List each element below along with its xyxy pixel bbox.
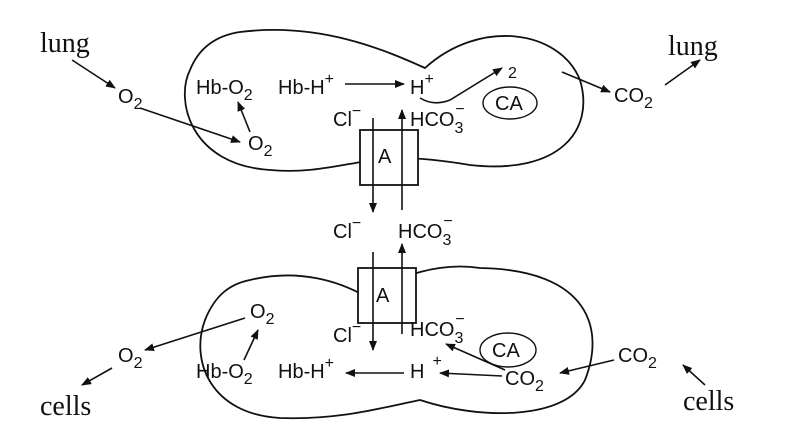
o2-outside-top: O2 [118,86,143,113]
arrow-lung-to-o2 [71,59,116,89]
top-cell-membrane [183,29,585,172]
top-ca-ellipse [482,86,538,120]
bottom-ca-ellipse [479,332,537,368]
arrow-o2-out-of-cell [144,317,246,352]
o2-inside-top: O2 [248,133,273,160]
hb-o2-top: Hb-O2 [196,77,253,104]
hco3-bottom: HCO3− [410,311,465,347]
top-transporter-label: A [378,146,392,168]
cl-bottom: Cl− [333,319,361,347]
lung-label-left: lung [40,28,90,59]
arrow-co2-to-lung [664,59,701,86]
h-ion-bottom: H+ [410,353,442,383]
arrow-hbo2-to-o2 [243,329,259,361]
arrow-co2-to-h [439,369,503,378]
arrow-outside-co2-into-cell [559,359,615,375]
hb-h-bottom: Hb-H+ [278,355,334,383]
cells-label-right: cells [683,386,734,417]
arrow-o2-to-cells [81,367,113,386]
co2-outside-top: CO2 [614,85,653,112]
lung-label-right: lung [668,31,718,62]
top-transporter-box [359,129,419,186]
co2-inside-bottom: CO2 [505,368,544,395]
h-ion-top: H+ [410,71,434,99]
bottom-ca-label: CA [492,340,520,362]
hb-o2-bottom: Hb-O2 [196,361,253,388]
cl-top: Cl− [333,103,361,131]
o2-inside-bottom: O2 [250,301,275,328]
co2-outside-bottom: CO2 [618,345,657,372]
arrow-o2-to-hbo2 [237,101,251,133]
arrow-cells-to-co2 [682,364,706,386]
hco3-top: HCO3− [410,101,465,137]
top-ca-label: CA [495,93,523,115]
hb-h-top: Hb-H+ [278,71,334,99]
arrow-co2-to-hco3 [445,343,506,371]
cl-middle: Cl− [333,215,361,243]
bottom-transporter-label: A [376,285,390,307]
arrow-co2-to-outside [561,71,611,93]
arrow-o2-into-cell [139,107,241,143]
arrow-h-hco3-to-co2 [419,67,503,104]
bottom-transporter-box [357,267,417,324]
cells-label-left: cells [40,391,91,422]
co2-inside-top: 2 [508,65,517,82]
o2-outside-bottom: O2 [118,345,143,372]
hco3-middle: HCO3− [398,213,453,249]
